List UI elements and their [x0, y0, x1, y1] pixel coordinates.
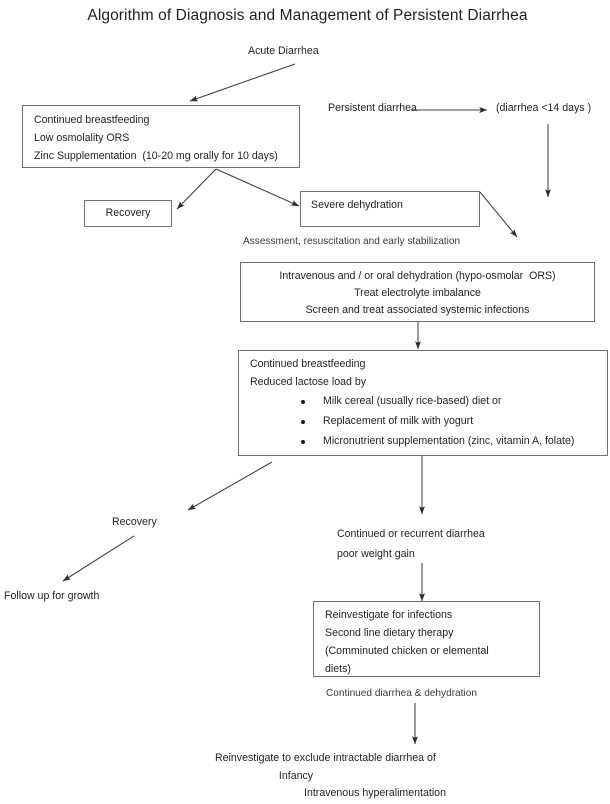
final-line-1: Reinvestigate to exclude intractable dia…: [215, 752, 436, 764]
box-initial-management: Continued breastfeeding Low osmolality O…: [22, 105, 300, 168]
reinvestigate-line-1: Reinvestigate for infections: [325, 609, 453, 621]
node-persistent-diarrhea: Persistent diarrhea: [328, 102, 417, 114]
severe-dehydration-label: Severe dehydration: [311, 199, 403, 211]
treatment-line-3: Screen and treat associated systemic inf…: [305, 304, 530, 316]
initial-line-3: Zinc Supplementation (10-20 mg orally fo…: [34, 150, 278, 162]
final-line-2: Infancy: [278, 770, 314, 782]
initial-line-2: Low osmolality ORS: [34, 132, 130, 144]
node-recovery-mid: Recovery: [112, 516, 157, 528]
final-line-3: Intravenous hyperalimentation: [304, 787, 446, 799]
box-severe-dehydration: Severe dehydration: [300, 191, 480, 227]
page-title: Algorithm of Diagnosis and Management of…: [87, 7, 528, 24]
reinvestigate-line-2: Second line dietary therapy: [325, 627, 454, 639]
arrow-severe-to-treatment: [479, 191, 518, 238]
arrow-acute-to-initial: [189, 63, 296, 102]
bullet-dot: [301, 440, 305, 444]
label-assessment: Assessment, resuscitation and early stab…: [243, 236, 461, 247]
feeding-bullet-2: Replacement of milk with yogurt: [323, 415, 474, 427]
treatment-line-2: Treat electrolyte imbalance: [354, 287, 481, 299]
initial-line-1: Continued breastfeeding: [34, 114, 150, 126]
recovery-left-label: Recovery: [105, 207, 151, 219]
feeding-line-1: Continued breastfeeding: [250, 358, 366, 370]
treatment-line-1: Intravenous and / or oral dehydration (h…: [279, 270, 556, 282]
node-continued-diarrhea-line-1: Continued or recurrent diarrhea: [337, 528, 485, 540]
node-acute-diarrhea: Acute Diarrhea: [248, 45, 319, 57]
label-continued-dehydration: Continued diarrhea & dehydration: [326, 688, 477, 699]
box-recovery-left: Recovery: [84, 200, 172, 227]
node-diarrhea-days: (diarrhea <14 days ): [496, 102, 592, 114]
box-feeding-management: Continued breastfeeding Reduced lactose …: [238, 350, 608, 456]
feeding-bullet-3: Micronutrient supplementation (zinc, vit…: [323, 435, 575, 447]
arrow-initial-to-severe: [215, 168, 300, 207]
reinvestigate-line-3: (Comminuted chicken or elemental: [325, 645, 489, 657]
arrow-initial-to-recovery: [176, 168, 217, 210]
feeding-bullet-1: Milk cereal (usually rice-based) diet or: [323, 395, 502, 407]
arrow-recovery-to-followup: [62, 535, 135, 582]
bullet-dot: [301, 420, 305, 424]
reinvestigate-line-4: diets): [325, 663, 351, 675]
box-treatment: Intravenous and / or oral dehydration (h…: [240, 262, 595, 322]
node-follow-up: Follow up for growth: [4, 590, 100, 602]
bullet-dot: [301, 400, 305, 404]
arrow-feeding-to-recovery: [187, 461, 273, 511]
box-reinvestigate: Reinvestigate for infections Second line…: [313, 601, 540, 677]
node-continued-diarrhea-line-2: poor weight gain: [337, 548, 415, 560]
feeding-line-2: Reduced lactose load by: [250, 376, 367, 388]
